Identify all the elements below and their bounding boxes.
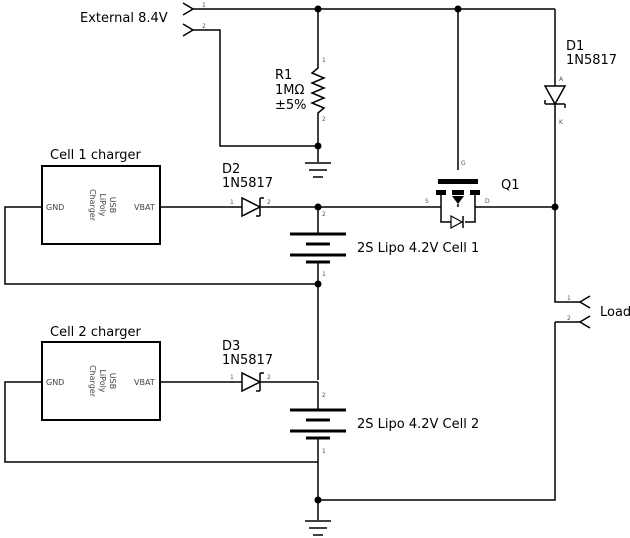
load-label: Load: [600, 305, 630, 320]
mosfet-q1: G S D Q1: [418, 160, 520, 230]
cell1-charger-module: Cell 1 charger GND VBAT USB LiPoly Charg…: [41, 148, 161, 245]
module-line-usb: USB: [108, 197, 117, 213]
d3-ref-label: D3: [222, 339, 240, 354]
pin-number: 1: [322, 271, 326, 278]
junction: [314, 142, 322, 150]
q1-ref-label: Q1: [501, 178, 520, 193]
ground-icon: [305, 162, 331, 178]
mosfet-body-diode: [450, 214, 464, 230]
charger-box: [41, 165, 161, 245]
pin-label: A: [559, 76, 564, 83]
junction: [314, 496, 322, 504]
module-line-charger: Charger: [88, 189, 97, 222]
resistor-r1: 1 2 R1 1MΩ ±5%: [275, 57, 326, 123]
resistor-symbol: [310, 60, 326, 118]
d2-ref-label: D2: [222, 162, 240, 177]
battery-cell2: 2 1 2S Lipo 4.2V Cell 2: [290, 392, 479, 455]
diode-triangle: [543, 85, 567, 106]
mosfet-channel-segment: [470, 190, 480, 195]
vbat-pin-label: VBAT: [134, 203, 155, 212]
d2-part-label: 1N5817: [222, 176, 273, 191]
wire-load-return: [318, 322, 556, 501]
d1-ref-label: D1: [566, 39, 584, 54]
wire-gnd2: [4, 381, 318, 463]
r1-ref-label: R1: [275, 68, 292, 83]
pin-label: S: [425, 198, 429, 205]
cell2-charger-title: Cell 2 charger: [50, 325, 142, 340]
diode-d3: 1 2 D3 1N5817: [222, 339, 273, 393]
external-voltage-label: External 8.4V: [80, 11, 168, 26]
pin-number: 2: [202, 23, 206, 30]
cell1-battery-label: 2S Lipo 4.2V Cell 1: [357, 241, 479, 256]
mosfet-arrow: [452, 196, 464, 204]
connector-pin-2: [578, 315, 591, 329]
ground-symbol-top: [305, 162, 331, 178]
diode-d2: 1 2 D2 1N5817: [222, 162, 273, 218]
cell1-charger-title: Cell 1 charger: [50, 148, 142, 163]
pin-label: K: [559, 119, 564, 126]
connector-pin-2: [182, 23, 195, 37]
junction: [314, 280, 322, 288]
junction: [314, 203, 322, 211]
pin-number: 2: [267, 199, 271, 206]
pin-number: 2: [322, 392, 326, 399]
external-connector: 1 2 External 8.4V: [80, 2, 206, 37]
d1-part-label: 1N5817: [566, 53, 617, 68]
ground-symbol-bottom: [305, 520, 331, 536]
cell2-battery-label: 2S Lipo 4.2V Cell 2: [357, 417, 479, 432]
r1-value-label: 1MΩ: [275, 83, 304, 98]
pin-number: 1: [322, 448, 326, 455]
wire-gnd1: [4, 206, 318, 285]
vbat-pin-label: VBAT: [134, 378, 155, 387]
wire-ext-ground: [205, 29, 318, 147]
diode-d1: A K D1 1N5817: [543, 39, 617, 126]
pin-number: 1: [322, 57, 326, 64]
connector-pin-1: [182, 2, 195, 16]
cell2-charger-module: Cell 2 charger GND VBAT USB LiPoly Charg…: [41, 325, 161, 421]
module-line-lipoly: LiPoly: [98, 193, 107, 216]
mosfet-channel-segment: [452, 190, 464, 195]
mosfet-drain-lead: [465, 195, 500, 223]
mosfet-channel-segment: [436, 190, 446, 195]
module-line-usb: USB: [108, 373, 117, 389]
battery-plate-long: [290, 408, 346, 433]
module-line-charger: Charger: [88, 365, 97, 398]
pin-number: 2: [267, 374, 271, 381]
r1-tolerance-label: ±5%: [275, 98, 307, 113]
load-connector: 1 2 Load: [555, 295, 630, 329]
diode-triangle: [241, 371, 262, 393]
pin-number: 2: [567, 315, 571, 322]
pin-number: 1: [202, 2, 206, 9]
wire-d1-load: [554, 118, 568, 303]
module-line-lipoly: LiPoly: [98, 369, 107, 392]
mosfet-gate-plate: [438, 179, 478, 184]
diode-triangle: [241, 196, 262, 218]
battery-plate-long: [290, 232, 346, 257]
pin-number: 1: [230, 374, 234, 381]
wires: [4, 8, 568, 520]
gnd-pin-label: GND: [46, 378, 64, 387]
junction: [314, 5, 322, 13]
battery-cell1: 2 1 2S Lipo 4.2V Cell 1: [290, 211, 479, 278]
junction: [454, 5, 462, 13]
pin-number: 2: [322, 116, 326, 123]
pin-label: G: [461, 160, 466, 167]
junctions: [314, 5, 559, 504]
connector-pin-1: [578, 295, 591, 309]
gnd-pin-label: GND: [46, 203, 64, 212]
battery-plate-short: [306, 242, 330, 264]
pin-number: 1: [230, 199, 234, 206]
charger-box: [41, 341, 161, 421]
pin-number: 1: [567, 295, 571, 302]
pin-number: 2: [322, 211, 326, 218]
junction: [551, 203, 559, 211]
pin-label: D: [485, 198, 490, 205]
mosfet-source-lead: [418, 195, 451, 223]
battery-plate-short: [306, 418, 330, 440]
ground-icon: [305, 520, 331, 536]
d3-part-label: 1N5817: [222, 353, 273, 368]
